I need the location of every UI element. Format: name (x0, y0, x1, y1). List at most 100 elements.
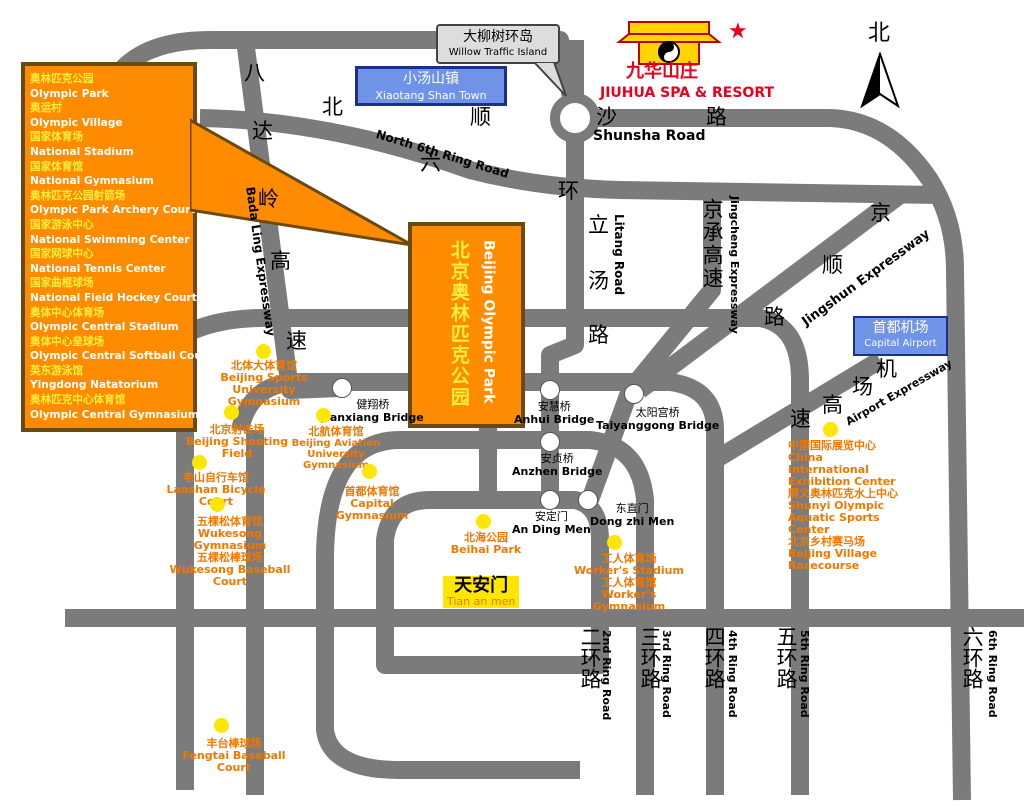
jianxiang-bridge-node[interactable] (332, 378, 352, 398)
shooting-label: 北京射击场 Beijing Shooting Field (182, 424, 292, 460)
anhui-zh: 安慧桥 (537, 400, 571, 413)
legend-item-zh: 奥运村 (30, 102, 62, 115)
litang-zh-3: 路 (588, 323, 609, 347)
racecourse-zh: 北京乡村赛马场 (788, 535, 865, 548)
ring3-en: 3rd Ring Road (660, 630, 674, 718)
taiyanggong-zh: 太阳宫桥 (635, 406, 680, 419)
workers-dot[interactable] (607, 535, 622, 550)
willow-sign-pointer (532, 62, 567, 97)
legend-item-zh: 国家游泳中心 (30, 218, 94, 231)
tiananmen-zh: 天安门 (454, 575, 509, 596)
olympic-park-en: Beijing Olympic Park (480, 240, 497, 404)
resort-star-icon: ★ (728, 19, 748, 44)
andingmen-node[interactable] (540, 490, 560, 510)
bsu-label: 北体大体育馆 Beijing Sports University Gymnasi… (198, 360, 330, 408)
capital-airport-sign: 首都机场 Capital Airport (853, 316, 948, 356)
shunyi-en: Shunyi Olympic Aquatic Sports Center (788, 499, 885, 536)
ring3-zh: 三环路 (638, 626, 663, 689)
anzhen-en: Anzhen Bridge (512, 465, 603, 478)
ring6-en: 6th Ring Road (986, 630, 1000, 718)
beijing-olympic-park-box[interactable]: 北京奥林匹克公园 Beijing Olympic Park (408, 222, 525, 428)
legend-pointer (190, 118, 413, 247)
workers-gym-zh: 工人体育馆 (601, 576, 657, 589)
aviation-dot[interactable] (316, 408, 331, 423)
exhibition-dot[interactable] (823, 422, 838, 437)
legend-item-en: National Swimming Center (30, 233, 190, 246)
wukesong-base-en: Wukesong Baseball Court (169, 563, 291, 588)
jingshun-zh-1: 京 (870, 201, 891, 225)
fengtai-zh: 丰台棒球场 (206, 737, 262, 750)
beihai-label: 北海公园 Beihai Park (444, 532, 528, 556)
ring5-zh: 五环路 (774, 626, 799, 689)
legend-item-zh: 国家曲棍球场 (30, 277, 94, 290)
badaling-expressway (236, 38, 341, 399)
legend-item-en: Olympic Village (30, 116, 123, 129)
dongzhimen-label: 东直门 Dong zhi Men (590, 502, 674, 528)
north6-zh-2: 六 (420, 151, 441, 175)
shunsha-zh-2: 沙 (596, 105, 617, 129)
north6-zh-1: 北 (322, 95, 343, 119)
badaling-zh-1: 八 (244, 61, 265, 85)
dongzhimen-node[interactable] (578, 490, 598, 510)
xiaotang-shan-town-sign: 小汤山镇 Xiaotang Shan Town (355, 66, 507, 106)
badaling-zh-5: 速 (286, 329, 307, 353)
dongzhimen-en: Dong zhi Men (590, 515, 675, 528)
bsu-dot[interactable] (256, 344, 271, 359)
bsu-en: Beijing Sports University Gymnasium (220, 371, 308, 408)
ring6-zh: 六环路 (960, 626, 985, 689)
jianxiang-zh: 健翔桥 (356, 398, 390, 411)
workers-stadium-zh: 工人体育场 (601, 552, 657, 565)
willow-sign-zh: 大柳树环岛 (463, 29, 533, 45)
willow-roundabout (550, 93, 600, 143)
anzhen-bridge-node[interactable] (540, 432, 560, 452)
fengtai-en: Fengtai Baseball Court (182, 749, 286, 774)
jingcheng-zh: 京承高速 (700, 198, 725, 290)
aviation-zh: 北航体育馆 (308, 425, 364, 438)
wukesong-label: 五棵松体育馆 Wukesong Gymnasium 五棵松棒球场 Wukeson… (160, 516, 300, 588)
andingmen-zh: 安定门 (534, 510, 568, 523)
wukesong-dot[interactable] (210, 497, 225, 512)
workers-label: 工人体育场 Worker's Stadium 工人体育馆 Worker's Gy… (566, 553, 692, 613)
badaling-zh-3: 岭 (258, 187, 279, 211)
exhibition-label: 中国国际展览中心 China International Exhibition … (788, 440, 928, 572)
legend-item-en: Olympic Central Gymnasium (30, 408, 199, 421)
fengtai-label: 丰台棒球场 Fengtai Baseball Court (166, 738, 302, 774)
shooting-dot[interactable] (224, 405, 239, 420)
legend-item-en: National Tennis Center (30, 262, 166, 275)
airport-zh-2: 场 (852, 375, 873, 399)
jingshun-expressway (634, 187, 906, 398)
legend-item-en: National Stadium (30, 145, 134, 158)
laoshan-dot[interactable] (192, 455, 207, 470)
capital-gym-dot[interactable] (362, 464, 377, 479)
badaling-zh-2: 达 (252, 119, 273, 143)
anhui-en: Anhui Bridge (514, 413, 595, 426)
airport-sign-en: Capital Airport (864, 338, 937, 349)
ring2-zh: 二环路 (578, 626, 603, 689)
legend-item-zh: 奥林匹克公园 (30, 73, 94, 85)
legend-item-en: Olympic Park (30, 87, 109, 100)
airport-zh-3: 高 (822, 393, 843, 417)
beihai-en: Beihai Park (450, 543, 522, 556)
beihai-dot[interactable] (476, 514, 491, 529)
legend-item-zh: 奥林匹克中心体育馆 (30, 394, 126, 407)
jingcheng-expressway-en: Jingcheng Expressway (728, 196, 742, 334)
shooting-zh: 北京射击场 (209, 423, 265, 436)
andingmen-label: 安定门 An Ding Men (512, 510, 591, 536)
legend-item-zh: 国家体育馆 (30, 160, 83, 173)
legend-item-zh: 国家网球中心 (30, 248, 94, 261)
xiaotang-sign-en: Xiaotang Shan Town (375, 89, 487, 102)
wukesong-en: Wukesong Gymnasium (193, 527, 267, 552)
capital-gym-label: 首都体育馆 Capital Gymnasium (314, 486, 430, 522)
taiyanggong-bridge-node[interactable] (624, 384, 644, 404)
olympic-park-zh: 北京奥林匹克公园 (447, 240, 470, 408)
racecourse-en: Beijing Village Racecourse (788, 547, 878, 572)
legend-item-en: National Field Hockey Court (30, 291, 197, 304)
fengtai-dot[interactable] (214, 718, 229, 733)
legend-item-en: Olympic Park Archery Court (30, 204, 196, 217)
anhui-bridge-node[interactable] (540, 380, 560, 400)
legend-item-zh: 奥体中心体育场 (30, 306, 105, 319)
laoshan-zh: 老山自行车馆 (183, 471, 249, 484)
airport-zh-4: 速 (790, 407, 811, 431)
